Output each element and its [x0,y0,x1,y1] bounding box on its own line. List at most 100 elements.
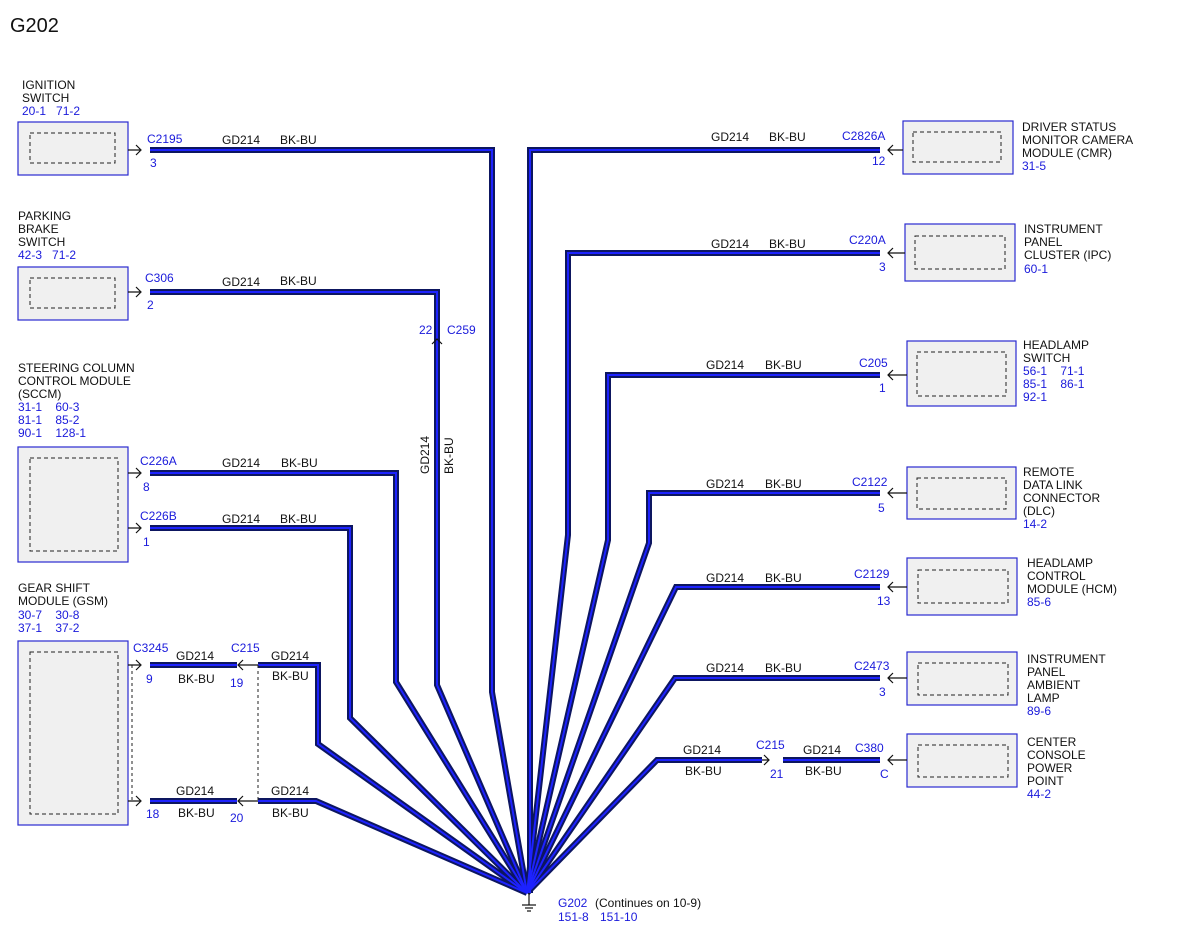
wire-color-label: BK-BU [805,764,842,778]
module-ref[interactable]: 92-1 [1023,390,1047,404]
wire-color-label: BK-BU [280,274,317,288]
connector-id[interactable]: C2129 [854,567,890,581]
connector-id[interactable]: C2195 [147,132,183,146]
connector-pin: 2 [147,298,154,312]
wire-color-label: BK-BU [272,669,309,683]
wire-color-label: BK-BU [280,133,317,147]
diagram-title: G202 [10,15,59,37]
wire-stripe [258,664,528,894]
connector-labels: C2195 3 C306 2 C259 22 C226A 8 C226B 1 C… [133,129,891,825]
module-name: LAMP [1027,691,1060,705]
connector-id[interactable]: C2473 [854,659,890,673]
wire-dlc [524,490,880,894]
module-name: PANEL [1027,665,1066,679]
module-ref[interactable]: 37-1 37-2 [18,621,80,635]
wire-circuit-label: GD214 [222,133,260,147]
connector-id[interactable]: C3245 [133,641,169,655]
module-name: PARKING [18,209,71,223]
module-ref[interactable]: 85-1 86-1 [1023,377,1085,391]
wire-stripe [258,800,528,894]
module-power-point: CENTER CONSOLE POWER POINT 44-2 [906,733,1086,801]
module-ref[interactable]: 44-2 [1027,787,1051,801]
wire-stripe [526,252,880,894]
module-name: POINT [1027,774,1064,788]
ground-ref[interactable]: 151-8 [558,910,589,924]
wire-bundle [150,147,880,896]
module-sccm: STEERING COLUMN CONTROL MODULE (SCCM) 31… [17,361,135,563]
ground-ref[interactable]: 151-10 [600,910,638,924]
connector-id[interactable]: C215 [756,738,785,752]
module-ref[interactable]: 85-6 [1027,595,1051,609]
wire-circuit-label: GD214 [706,477,744,491]
connector-id[interactable]: C2826A [842,129,885,143]
module-ref[interactable]: 42-3 71-2 [18,248,76,262]
connector-pin: 12 [872,154,886,168]
module-ref[interactable]: 31-1 60-3 [18,400,80,414]
wire-circuit-label: GD214 [176,784,214,798]
wire-circuit-label: GD214 [222,456,260,470]
wire-stripe [526,492,880,894]
module-ref[interactable]: 30-7 30-8 [18,608,80,622]
connector-id[interactable]: C215 [231,641,260,655]
wire-color-label: BK-BU [442,437,456,474]
wire-stripe [150,149,528,894]
module-name: POWER [1027,761,1073,775]
connector-pin: 3 [150,156,157,170]
module-headlamp-switch: HEADLAMP SWITCH 56-1 71-1 85-1 86-1 92-1 [906,338,1089,407]
wire-color-label: BK-BU [769,130,806,144]
connector-pin: 13 [877,594,891,608]
wire-circuit-label: GD214 [706,571,744,585]
module-name: DATA LINK [1023,478,1083,492]
module-name: DRIVER STATUS [1022,120,1116,134]
connector-id[interactable]: C226A [140,454,177,468]
module-ref[interactable]: 56-1 71-1 [1023,364,1085,378]
wire-stripe [150,527,528,894]
wire-circuit-label: GD214 [711,130,749,144]
ground-id[interactable]: G202 [558,896,588,910]
wire-stripe [526,759,762,894]
wire-stripe [526,374,880,894]
module-name: PANEL [1024,235,1063,249]
connector-id[interactable]: C259 [447,323,476,337]
module-ref[interactable]: 31-5 [1022,159,1046,173]
connector-id[interactable]: C220A [849,233,886,247]
wire-circuit-label: GD214 [176,649,214,663]
wire-stripe [526,677,880,894]
connector-id[interactable]: C205 [859,356,888,370]
wire-color-label: BK-BU [765,571,802,585]
module-gsm: GEAR SHIFT MODULE (GSM) 30-7 30-8 37-1 3… [17,581,129,826]
wire-stripe [529,149,880,893]
module-name: CONTROL [1027,569,1086,583]
module-name: SWITCH [1023,351,1070,365]
module-ref[interactable]: 14-2 [1023,517,1047,531]
connector-id[interactable]: C306 [145,271,174,285]
module-name: CONSOLE [1027,748,1086,762]
module-name: STEERING COLUMN [18,361,135,375]
connector-id[interactable]: C380 [855,741,884,755]
module-name: CONNECTOR [1023,491,1100,505]
module-hcm: HEADLAMP CONTROL MODULE (HCM) 85-6 [906,556,1117,616]
wire-color-label: BK-BU [765,661,802,675]
wire-stripe [150,291,528,894]
module-cmr: DRIVER STATUS MONITOR CAMERA MODULE (CMR… [902,120,1133,175]
wire-color-label: BK-BU [765,358,802,372]
module-ref[interactable]: 90-1 128-1 [18,426,86,440]
module-ref[interactable]: 20-1 71-2 [22,104,80,118]
module-ignition-switch: IGNITION SWITCH 20-1 71-2 [17,78,129,176]
wire-color-label: BK-BU [281,456,318,470]
module-name: CLUSTER (IPC) [1024,248,1111,262]
wire-color-label: BK-BU [178,806,215,820]
wire-circuit-label: GD214 [706,661,744,675]
module-ref[interactable]: 81-1 85-2 [18,413,80,427]
module-name: MODULE (CMR) [1022,146,1112,160]
connector-pin: 18 [146,807,160,821]
module-ref[interactable]: 60-1 [1024,262,1048,276]
connector-pin: C [880,767,889,781]
connector-id[interactable]: C226B [140,509,177,523]
connector-id[interactable]: C2122 [852,475,888,489]
wire-circuit-label: GD214 [271,784,309,798]
module-ref[interactable]: 89-6 [1027,704,1051,718]
connector-pin: 9 [146,672,153,686]
connector-pin: 21 [770,767,784,781]
